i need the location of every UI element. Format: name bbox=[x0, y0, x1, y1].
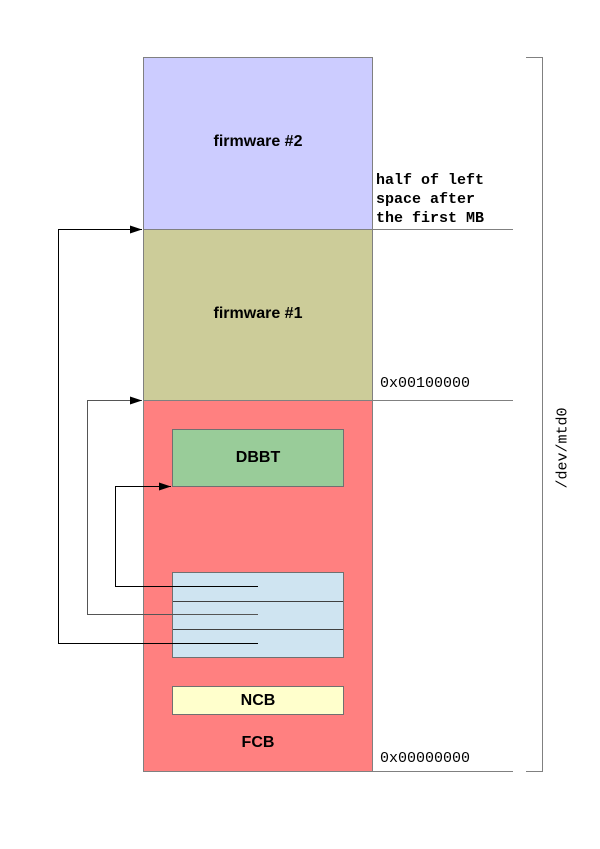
pointer-to-firmware1 bbox=[87, 396, 258, 615]
device-label: /dev/mtd0 bbox=[554, 407, 572, 489]
note-line: half of left bbox=[376, 172, 485, 189]
firmware2-label: firmware #2 bbox=[213, 133, 303, 150]
note-line: the first MB bbox=[376, 210, 485, 227]
firmware1-region bbox=[143, 229, 373, 401]
firmware1-label: firmware #1 bbox=[213, 305, 303, 322]
dbbt-block: DBBT bbox=[172, 429, 344, 487]
note-line: space after bbox=[376, 191, 476, 208]
device-bracket bbox=[526, 57, 543, 772]
pointer-to-dbbt bbox=[115, 482, 258, 587]
pointer-to-firmware2 bbox=[58, 225, 258, 644]
firmware1-offset: 0x00100000 bbox=[380, 375, 471, 392]
firmware2-region bbox=[143, 57, 373, 230]
base-offset: 0x00000000 bbox=[380, 750, 471, 767]
dbbt-label: DBBT bbox=[235, 449, 281, 466]
ncb-label: NCB bbox=[240, 692, 276, 709]
firmware2-boundary-note: half of left space after the first MB bbox=[376, 171, 484, 228]
ncb-block: NCB bbox=[172, 686, 344, 715]
fcb-table-divider bbox=[173, 629, 343, 630]
fcb-label: FCB bbox=[241, 734, 275, 751]
fcb-table-divider bbox=[173, 601, 343, 602]
